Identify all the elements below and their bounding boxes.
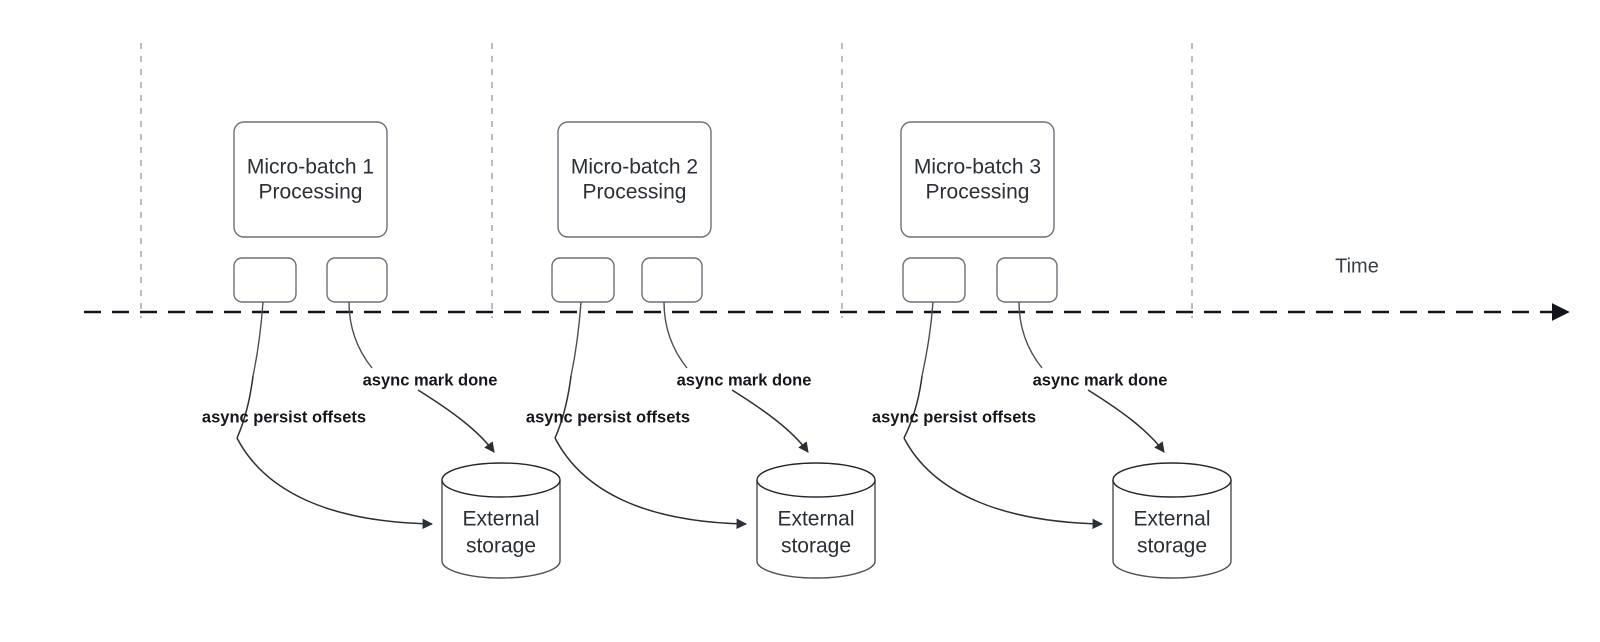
micro-batch-group-1: Micro-batch 1 Processing async persist o…: [202, 121, 561, 579]
external-storage-2-body: [756, 480, 876, 579]
edge-label-async-mark-done-2: async mark done: [677, 371, 812, 389]
micro-batch-1-label-line1: Micro-batch 1: [247, 156, 374, 179]
edge-label-async-mark-done-1: async mark done: [363, 371, 498, 389]
micro-batch-1-box[interactable]: [233, 121, 388, 238]
task-1b-stem: [348, 301, 373, 369]
external-storage-1-body: [441, 480, 561, 579]
external-storage-1-label-line1: External: [462, 508, 539, 531]
micro-batch-1-label-line2: Processing: [259, 181, 363, 204]
task-3b-stem: [1018, 301, 1043, 369]
edge-markdone-3-arrow[interactable]: [1087, 389, 1165, 453]
external-storage-3-top: [1112, 462, 1232, 498]
micro-batch-group-3: Micro-batch 3 Processing async persist o…: [872, 121, 1232, 579]
edge-label-async-mark-done-3: async mark done: [1033, 371, 1168, 389]
micro-batch-2-label-line1: Micro-batch 2: [571, 156, 698, 179]
micro-batch-group-2: Micro-batch 2 Processing async persist o…: [526, 121, 876, 579]
time-axis-label: Time: [1335, 255, 1379, 277]
external-storage-1-label-line2: storage: [466, 535, 536, 558]
micro-batch-3-box[interactable]: [900, 121, 1055, 238]
external-storage-2[interactable]: External storage: [756, 462, 876, 579]
external-storage-2-label-line1: External: [777, 508, 854, 531]
micro-batch-3-label-line1: Micro-batch 3: [914, 156, 1041, 179]
task-box-3b[interactable]: [996, 257, 1058, 303]
external-storage-3-label-line1: External: [1133, 508, 1210, 531]
micro-batch-3-label-line2: Processing: [926, 181, 1030, 204]
task-box-1a[interactable]: [233, 257, 297, 303]
edge-markdone-2-arrow[interactable]: [731, 389, 809, 453]
external-storage-2-label-line2: storage: [781, 535, 851, 558]
task-box-3a[interactable]: [902, 257, 966, 303]
task-3a-stem: [921, 301, 934, 377]
edge-markdone-1-arrow[interactable]: [417, 389, 495, 453]
external-storage-1[interactable]: External storage: [441, 462, 561, 579]
time-axis: Time: [84, 255, 1570, 321]
task-1a-stem: [252, 301, 264, 377]
edge-persist-1-upper: [236, 375, 254, 439]
edge-persist-2-upper: [554, 375, 572, 439]
task-2a-stem: [570, 301, 582, 377]
micro-batch-2-label-line2: Processing: [583, 181, 687, 204]
external-storage-2-top: [756, 462, 876, 498]
external-storage-3-body: [1112, 480, 1232, 579]
edge-persist-1-lower[interactable]: [236, 437, 434, 530]
edge-label-async-persist-offsets-1: async persist offsets: [202, 408, 366, 426]
edge-persist-3-upper: [903, 375, 923, 439]
task-2b-stem: [663, 301, 688, 369]
task-box-2b[interactable]: [641, 257, 703, 303]
edge-label-async-persist-offsets-2: async persist offsets: [526, 408, 690, 426]
external-storage-1-top: [441, 462, 561, 498]
task-box-2a[interactable]: [551, 257, 615, 303]
external-storage-3-label-line2: storage: [1137, 535, 1207, 558]
micro-batch-2-box[interactable]: [557, 121, 712, 238]
edge-persist-2-lower[interactable]: [554, 437, 748, 530]
edge-persist-3-lower[interactable]: [903, 437, 1104, 530]
edge-label-async-persist-offsets-3: async persist offsets: [872, 408, 1036, 426]
task-box-1b[interactable]: [326, 257, 388, 303]
external-storage-3[interactable]: External storage: [1112, 462, 1232, 579]
